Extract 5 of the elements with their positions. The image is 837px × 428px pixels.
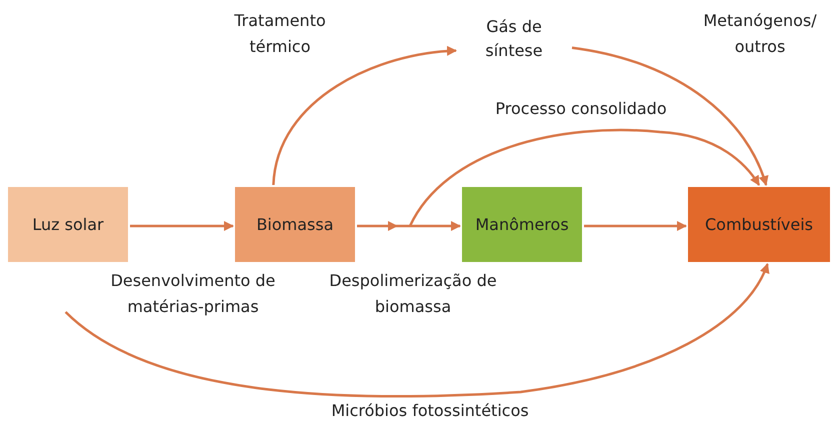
node-label: Gás de síntese <box>458 10 570 68</box>
process-box: Manômeros <box>462 187 582 262</box>
process-box: Combustíveis <box>688 187 830 262</box>
process-box: Biomassa <box>235 187 355 262</box>
process-box: Luz solar <box>8 187 128 262</box>
